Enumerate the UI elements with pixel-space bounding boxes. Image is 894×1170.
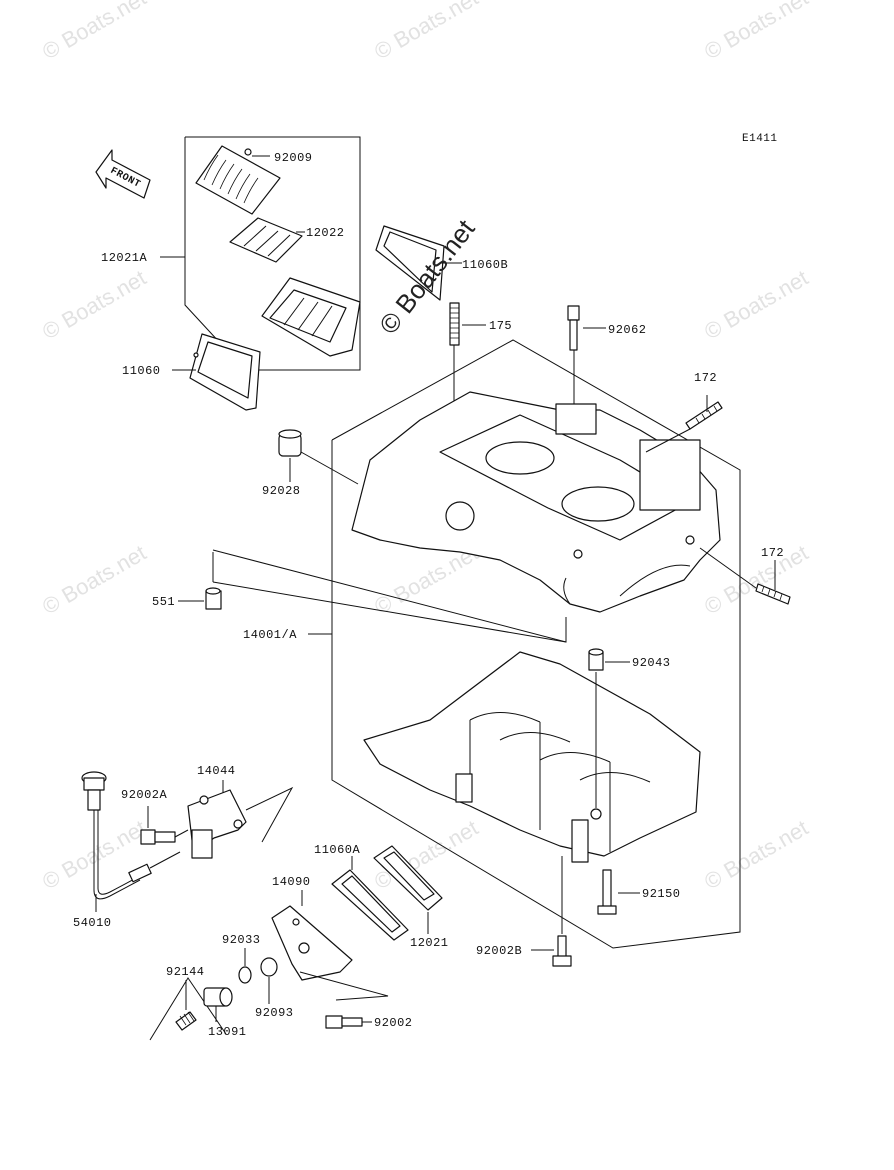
part-label-92002B[interactable]: 92002B xyxy=(476,944,522,958)
watermark: © Boats.net xyxy=(700,265,812,344)
part-label-14090[interactable]: 14090 xyxy=(272,875,311,889)
part-label-172-top[interactable]: 172 xyxy=(694,371,717,385)
cover-14090-part xyxy=(271,890,353,981)
part-label-11060[interactable]: 11060 xyxy=(122,364,161,378)
part-label-92033[interactable]: 92033 xyxy=(222,933,261,947)
screw-92009-icon xyxy=(244,148,252,156)
part-label-92043[interactable]: 92043 xyxy=(632,656,671,670)
part-label-12021[interactable]: 12021 xyxy=(410,936,449,950)
plug-92093-part xyxy=(260,957,278,1004)
reed-petal-part xyxy=(229,217,305,263)
spring-92144-part xyxy=(149,977,227,1041)
bolt-92002B-part xyxy=(531,856,572,967)
part-label-12021A[interactable]: 12021A xyxy=(101,251,148,265)
watermark: © Boats.net xyxy=(370,0,482,64)
front-arrow-icon: FRONT xyxy=(95,149,151,199)
part-label-92093[interactable]: 92093 xyxy=(255,1006,294,1020)
part-labels: 92009 12022 12021A 11060B 175 92062 1106… xyxy=(73,151,784,1039)
bolt-92002-part xyxy=(299,971,389,1029)
part-label-14044[interactable]: 14044 xyxy=(197,764,236,778)
lower-crankcase-part xyxy=(363,651,701,863)
part-label-92062[interactable]: 92062 xyxy=(608,323,647,337)
watermark: © Boats.net xyxy=(700,540,812,619)
gasket-11060B-part xyxy=(375,225,462,301)
watermark: © Boats.net xyxy=(38,0,150,64)
part-label-551[interactable]: 551 xyxy=(152,595,175,609)
washer-92033-part xyxy=(238,948,252,984)
reed-valve-housing-part xyxy=(261,277,361,357)
dowel-551-part xyxy=(178,552,222,610)
bracket-14044-part xyxy=(187,780,294,859)
dowel-92043-part xyxy=(588,648,630,808)
part-label-12022[interactable]: 12022 xyxy=(306,226,345,240)
stud-172-top-part xyxy=(645,395,723,453)
part-label-92002[interactable]: 92002 xyxy=(374,1016,413,1030)
part-label-92144[interactable]: 92144 xyxy=(166,965,205,979)
crankcase-box-outline xyxy=(331,339,741,949)
part-label-54010[interactable]: 54010 xyxy=(73,916,112,930)
part-label-175[interactable]: 175 xyxy=(489,319,512,333)
part-label-172-right[interactable]: 172 xyxy=(761,546,784,560)
part-label-92150[interactable]: 92150 xyxy=(642,887,681,901)
part-label-14001A[interactable]: 14001/A xyxy=(243,628,297,642)
upper-crankcase-part xyxy=(351,391,721,613)
reed-block-12021-part xyxy=(373,845,443,934)
bolt-92002A-part xyxy=(140,806,189,845)
part-label-11060B[interactable]: 11060B xyxy=(462,258,508,272)
crankcase-assy-leader xyxy=(212,549,567,643)
part-label-11060A[interactable]: 11060A xyxy=(314,843,361,857)
diagram-code: E1411 xyxy=(742,133,778,145)
part-label-92002A[interactable]: 92002A xyxy=(121,788,168,802)
watermark: © Boats.net xyxy=(700,0,812,64)
bushing-92028-part xyxy=(278,429,359,485)
plug-13091-part xyxy=(203,987,233,1022)
reed-valve-group-box xyxy=(160,136,361,371)
reed-stopper-part xyxy=(195,145,281,215)
level-gauge-54010-part xyxy=(81,771,181,912)
watermark: © Boats.net xyxy=(38,540,150,619)
gasket-11060-part xyxy=(172,333,261,411)
stud-172-right-part xyxy=(699,547,791,605)
gasket-11060A-part xyxy=(331,856,409,941)
part-label-92009[interactable]: 92009 xyxy=(274,151,313,165)
watermark: © Boats.net xyxy=(38,265,150,344)
watermark: © Boats.net xyxy=(700,815,812,894)
part-label-13091[interactable]: 13091 xyxy=(208,1025,247,1039)
part-label-92028[interactable]: 92028 xyxy=(262,484,301,498)
bolt-92150-part xyxy=(597,869,640,915)
